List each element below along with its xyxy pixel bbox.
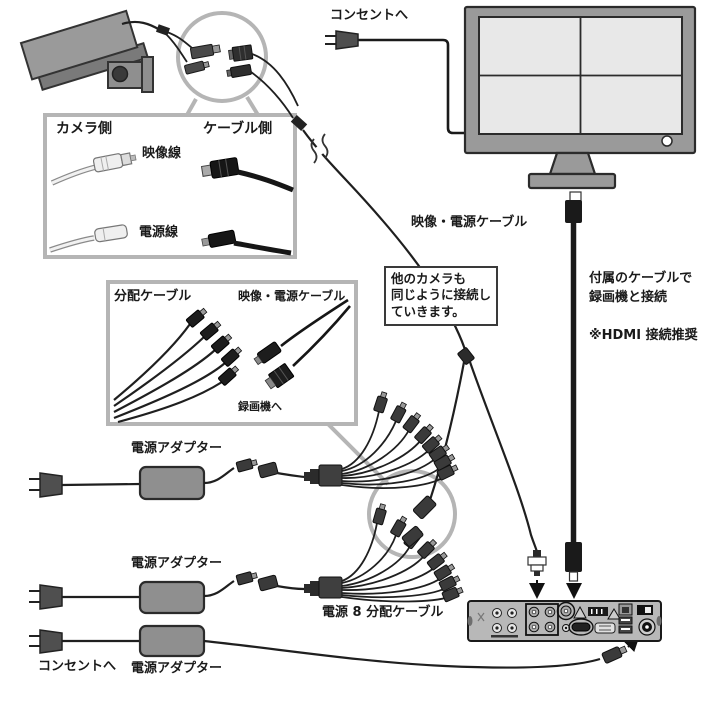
note-line-1: 他のカメラも bbox=[391, 271, 467, 286]
camera-video-connector-photo bbox=[50, 152, 137, 186]
hdmi-cable bbox=[565, 191, 582, 599]
cable-power-plug-photo bbox=[201, 229, 292, 256]
fan-vent-icon bbox=[477, 612, 485, 622]
splitter-detail-box bbox=[106, 280, 358, 426]
note-box: 他のカメラも 同じように接続し ていきます。 bbox=[384, 266, 498, 326]
vga-port bbox=[594, 622, 616, 634]
audio-rca-ports bbox=[491, 608, 518, 638]
adapter1-label: 電源アダプター bbox=[131, 441, 223, 456]
power-splitter-1 bbox=[304, 391, 459, 489]
camera-power-plug bbox=[184, 60, 210, 75]
hdmi-note-label: ※HDMI 接続推奨 bbox=[589, 328, 698, 343]
adapter3-label: 電源アダプター bbox=[131, 661, 223, 676]
extension-video-connector bbox=[228, 44, 254, 62]
power-adapter-3 bbox=[29, 624, 640, 669]
monitor-stand-neck bbox=[548, 151, 597, 176]
power-splitter8-label: 電源 8 分配ケーブル bbox=[322, 605, 444, 620]
camera-video-plug bbox=[189, 43, 221, 60]
note-line-3: ていきます。 bbox=[391, 303, 465, 319]
monitor-power-plug bbox=[325, 30, 359, 50]
outlet-top-label: コンセントへ bbox=[330, 8, 409, 23]
magnifier-circle-top bbox=[176, 11, 268, 103]
security-camera bbox=[19, 9, 154, 93]
video-power-cable2-label: 映像・電源ケーブル bbox=[238, 289, 346, 303]
video-power-cable-label: 映像・電源ケーブル bbox=[411, 215, 528, 230]
camera-cable-female-connectors bbox=[401, 495, 437, 547]
camera-pigtail-cables bbox=[121, 20, 308, 132]
recorder-info-line2: 録画機と接続 bbox=[589, 290, 668, 305]
power-switch bbox=[637, 605, 653, 615]
lan-port bbox=[618, 603, 633, 616]
warning-triangle-icon bbox=[573, 605, 587, 619]
hdmi-port bbox=[568, 618, 594, 636]
dc-power-jack bbox=[638, 618, 656, 636]
power-line-label: 電源線 bbox=[139, 225, 179, 240]
usb-ports bbox=[618, 616, 633, 634]
power-splitter-2 bbox=[304, 503, 464, 603]
dc-power-plug bbox=[601, 645, 628, 664]
note-line-2: 同じように接続し bbox=[391, 287, 492, 303]
to-recorder-label: 録画機へ bbox=[238, 400, 282, 413]
adapter2-label: 電源アダプター bbox=[131, 556, 223, 571]
bnc-to-recorder bbox=[527, 550, 547, 599]
cable-side-label: ケーブル側 bbox=[203, 121, 273, 137]
video-line-label: 映像線 bbox=[142, 146, 182, 161]
video-power-cable-photo bbox=[253, 298, 351, 390]
splitter-cable-label: 分配ケーブル bbox=[114, 289, 192, 304]
label-plate bbox=[588, 607, 608, 616]
cable-break-mark bbox=[310, 138, 318, 164]
camera-side-label: カメラ側 bbox=[56, 121, 112, 137]
splitter-cable-photo bbox=[113, 307, 243, 424]
monitor bbox=[325, 5, 697, 190]
recorder-info-line1: 付属のケーブルで bbox=[589, 271, 693, 286]
cable-video-bnc-photo bbox=[200, 157, 294, 193]
video-out-bnc-port bbox=[556, 601, 576, 632]
warning-triangle-icon bbox=[607, 608, 621, 620]
hdmi-plug bbox=[565, 542, 582, 572]
connector-detail-box bbox=[43, 113, 297, 259]
power-adapter-2 bbox=[29, 571, 305, 615]
monitor-power-led bbox=[661, 135, 673, 147]
dvr-rear-panel bbox=[467, 600, 662, 642]
camera-power-connector-photo bbox=[49, 224, 128, 253]
monitor-stand-base bbox=[527, 172, 617, 190]
outlet-bottom-label: コンセントへ bbox=[38, 659, 117, 674]
extension-power-connector bbox=[226, 64, 252, 78]
video-in-bnc-ports bbox=[525, 603, 559, 636]
power-adapter-1 bbox=[29, 458, 305, 501]
